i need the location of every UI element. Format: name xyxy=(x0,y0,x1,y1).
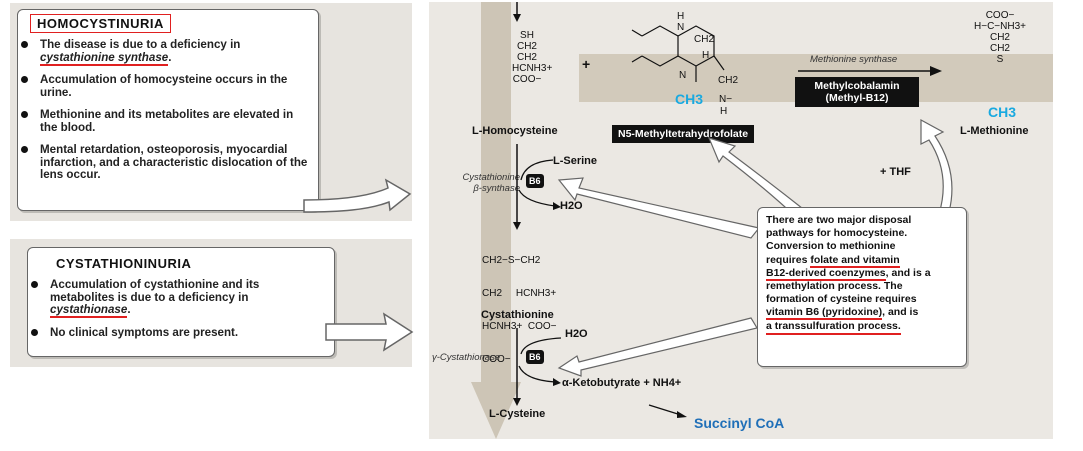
cystathionine-structure: CH2−S−CH2 CH2 HCNH3+ HCNH3+ COO− COO− xyxy=(482,255,557,365)
cysteine-label: L-Cysteine xyxy=(489,408,546,420)
homocysteine-label: L-Homocysteine xyxy=(472,125,558,137)
b6-cofactor-badge-2: B6 xyxy=(526,350,544,364)
serine-label: L-Serine xyxy=(553,155,598,167)
homocystinuria-bullet-2: Accumulation of homocysteine occurs in t… xyxy=(18,73,310,99)
disposal-pathways-note: There are two major disposal pathways fo… xyxy=(757,207,967,367)
cystathioninuria-title: CYSTATHIONINURIA xyxy=(56,256,192,271)
mthf-ch2-side: CH2 xyxy=(718,75,739,86)
homocystinuria-bullet-4: Mental retardation, osteoporosis, myocar… xyxy=(18,143,310,182)
mthf-ring-structure xyxy=(631,25,725,82)
b12-coenzymes-highlight: B12-derived coenzymes xyxy=(766,266,886,281)
mthf-h-bottom: H xyxy=(720,106,728,117)
succinyl-coa-label: Succinyl CoA xyxy=(694,415,785,431)
cystathionine-label: Cystathionine xyxy=(481,309,554,321)
b6-cofactor-badge-1: B6 xyxy=(526,174,544,188)
bullet-dot-icon xyxy=(21,111,28,118)
bullet-dot-icon xyxy=(21,146,28,153)
water-label-2: H2O xyxy=(565,328,588,340)
cystathionase-enzyme-label: γ-Cystathionase xyxy=(432,352,501,363)
mthf-h-mid: H xyxy=(702,50,710,61)
homocystinuria-bullet-3: Methionine and its metabolites are eleva… xyxy=(18,108,310,134)
pathway-arrows xyxy=(513,144,687,418)
mthf-ch2-top: CH2 xyxy=(694,34,715,45)
folate-highlight: folate and vitamin xyxy=(810,253,900,268)
ketobutyrate-label: α-Ketobutyrate + NH4+ xyxy=(562,377,682,389)
homocystinuria-title: HOMOCYSTINURIA xyxy=(30,14,171,33)
enzyme-cystathionine-synthase: cystathionine synthase xyxy=(40,50,169,66)
mthf-n-top: N xyxy=(677,22,685,33)
cbs-enzyme-label: Cystathionine β-synthase xyxy=(462,172,520,194)
methylcobalamin-box: Methylcobalamin (Methyl-B12) xyxy=(795,77,919,107)
mthf-label: N5-Methyltetrahydrofolate xyxy=(612,125,755,143)
enzyme-cystathionase: cystathionase xyxy=(50,303,128,318)
mthf-h-top: H xyxy=(677,11,685,22)
methionine-structure: COO− H−C−NH3+ CH2 CH2 S xyxy=(974,10,1026,65)
plus-sign: + xyxy=(582,56,591,72)
transsulfuration-highlight: a transsulfuration process. xyxy=(766,320,901,335)
cystathioninuria-bullet-1: Accumulation of cystathionine and its me… xyxy=(28,278,326,318)
cystathioninuria-bullet-2: No clinical symptoms are present. xyxy=(28,326,326,340)
bullet-dot-icon xyxy=(31,281,38,288)
homocystinuria-callout: HOMOCYSTINURIA The disease is due to a d… xyxy=(17,9,319,211)
methionine-synthase-label: Methionine synthase xyxy=(810,54,898,65)
b6-pyridoxine-highlight: vitamin B6 (pyridoxine) xyxy=(766,306,883,321)
cystathioninuria-callout: CYSTATHIONINURIA Accumulation of cystath… xyxy=(27,247,335,357)
mthf-methyl-group: CH3 xyxy=(675,91,704,107)
homocystinuria-pointer-arrow-icon xyxy=(303,178,412,213)
bullet-dot-icon xyxy=(31,328,38,336)
methionine-methyl-group: CH3 xyxy=(988,104,1017,120)
methionine-synthase-arrow-icon xyxy=(798,66,942,76)
cystathioninuria-pointer-arrow-icon xyxy=(325,312,414,352)
bullet-dot-icon xyxy=(21,76,28,83)
homocystinuria-bullet-1: The disease is due to a deficiency in cy… xyxy=(18,38,310,66)
methionine-label: L-Methionine xyxy=(960,125,1029,137)
mthf-n-ring: N xyxy=(679,70,687,81)
bullet-dot-icon xyxy=(21,41,28,48)
homocysteine-structure: SH CH2 CH2 HCNH3+ COO− xyxy=(512,30,553,85)
water-label-1: H2O xyxy=(560,200,583,212)
thf-label: + THF xyxy=(880,166,911,178)
mthf-n-right: N− xyxy=(719,94,733,105)
note-callout-arrows xyxy=(557,118,953,377)
